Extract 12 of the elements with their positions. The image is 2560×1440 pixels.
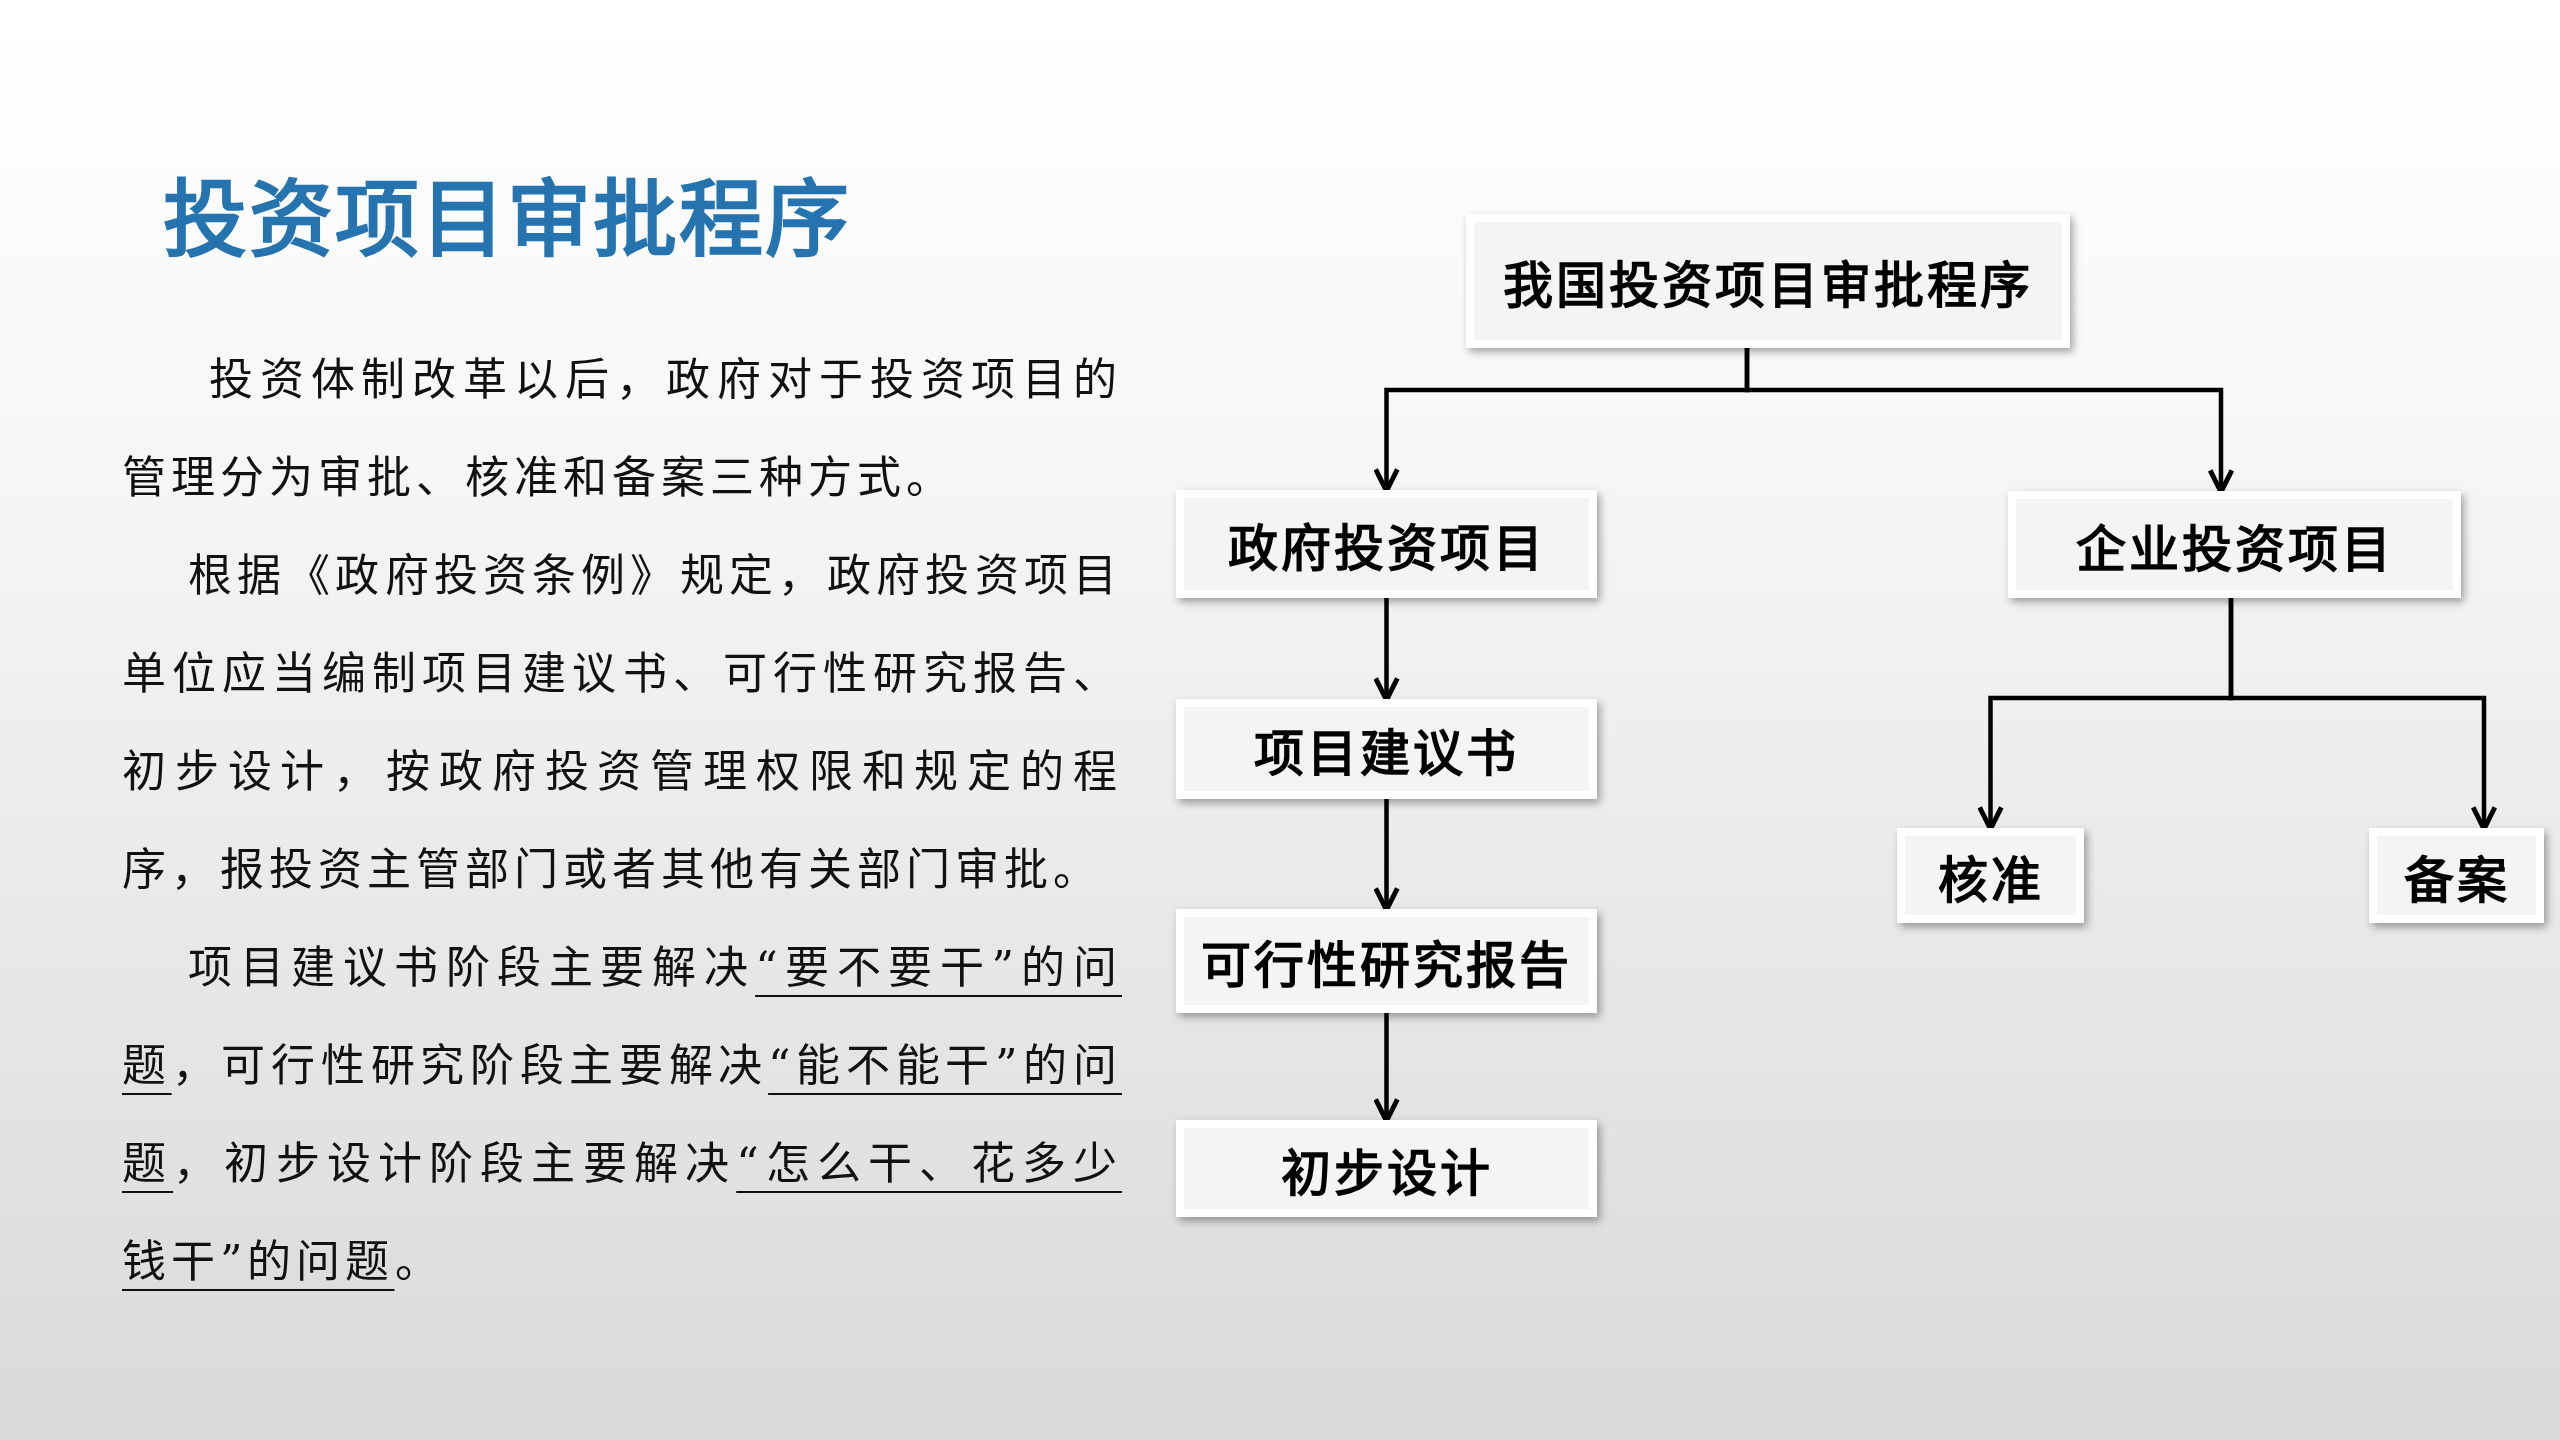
paragraph: 投资体制改革以后，政府对于投资项目的管理分为审批、核准和备案三种方式。	[122, 353, 1122, 505]
process-box: 初步设计	[1176, 1120, 1597, 1217]
process-box: 企业投资项目	[2008, 491, 2461, 598]
process-box: 项目建议书	[1176, 699, 1597, 799]
paragraph: 项目建议书阶段主要解决“要不要干”的问题，可行性研究阶段主要解决“能不能干”的问题，初步设计阶段主要解决“怎么干、花多少钱干”的问题。	[122, 941, 1122, 1289]
process-box: 可行性研究报告	[1176, 909, 1597, 1013]
process-box: 我国投资项目审批程序	[1466, 214, 2070, 348]
paragraph: 根据《政府投资条例》规定，政府投资项目单位应当编制项目建议书、可行性研究报告、初步设计，按政府投资管理权限和规定的程序，报投资主管部门或者其他有关部门审批。	[122, 549, 1122, 897]
process-box: 政府投资项目	[1176, 490, 1597, 598]
title: 投资项目审批程序	[163, 170, 851, 270]
process-box: 备案	[2369, 828, 2544, 923]
process-box: 核准	[1897, 828, 2084, 923]
